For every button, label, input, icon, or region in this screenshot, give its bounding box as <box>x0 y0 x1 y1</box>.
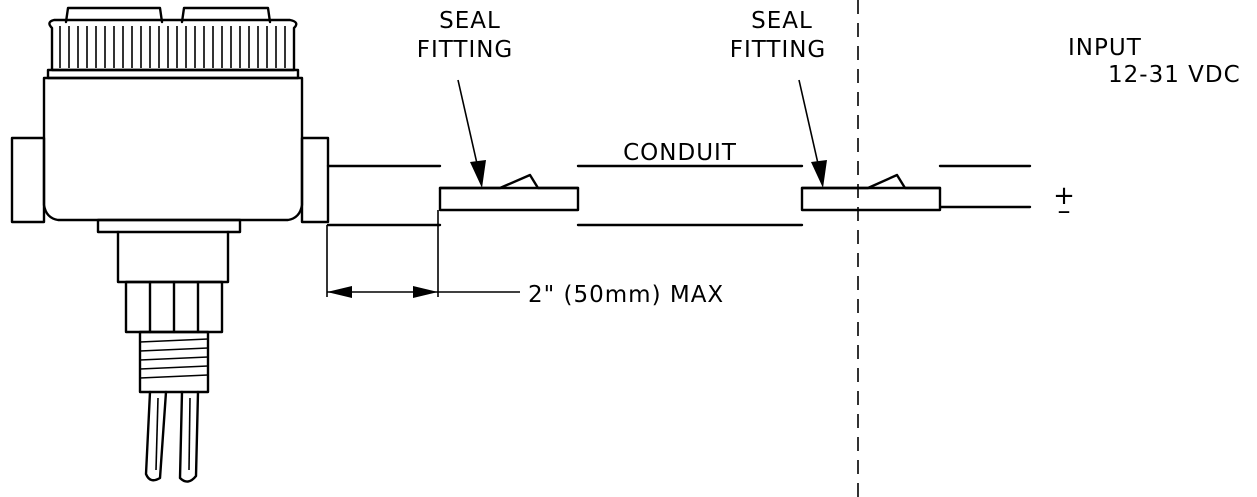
stem-threads <box>139 338 209 379</box>
thread-line <box>139 356 209 361</box>
input-label: INPUT <box>1068 35 1142 61</box>
seal-fitting-1-label-line2: FITTING <box>417 37 514 63</box>
switch-housing <box>10 6 330 483</box>
seal-fitting-2-label-line2: FITTING <box>730 37 827 63</box>
cap-knurl <box>59 26 286 68</box>
seal-fitting-1 <box>438 173 580 212</box>
seal-fitting-leaders <box>457 79 827 188</box>
negative-terminal-label: – <box>1058 196 1071 226</box>
seal-fitting-2-label-line1: SEAL <box>751 8 813 34</box>
conduit-pipe <box>326 164 1032 227</box>
thread-line <box>139 338 209 343</box>
dimension-marker <box>326 210 520 298</box>
input-voltage-label: 12-31 VDC <box>1108 62 1241 88</box>
thread-line <box>139 374 209 379</box>
conduit-label: CONDUIT <box>623 140 737 166</box>
dimension-label: 2" (50mm) MAX <box>528 282 724 308</box>
seal-fitting-2 <box>800 173 942 212</box>
seal-fitting-1-label-line1: SEAL <box>439 8 501 34</box>
thread-line <box>139 347 209 352</box>
positive-terminal-label: + <box>1053 181 1075 211</box>
thread-line <box>139 365 209 370</box>
